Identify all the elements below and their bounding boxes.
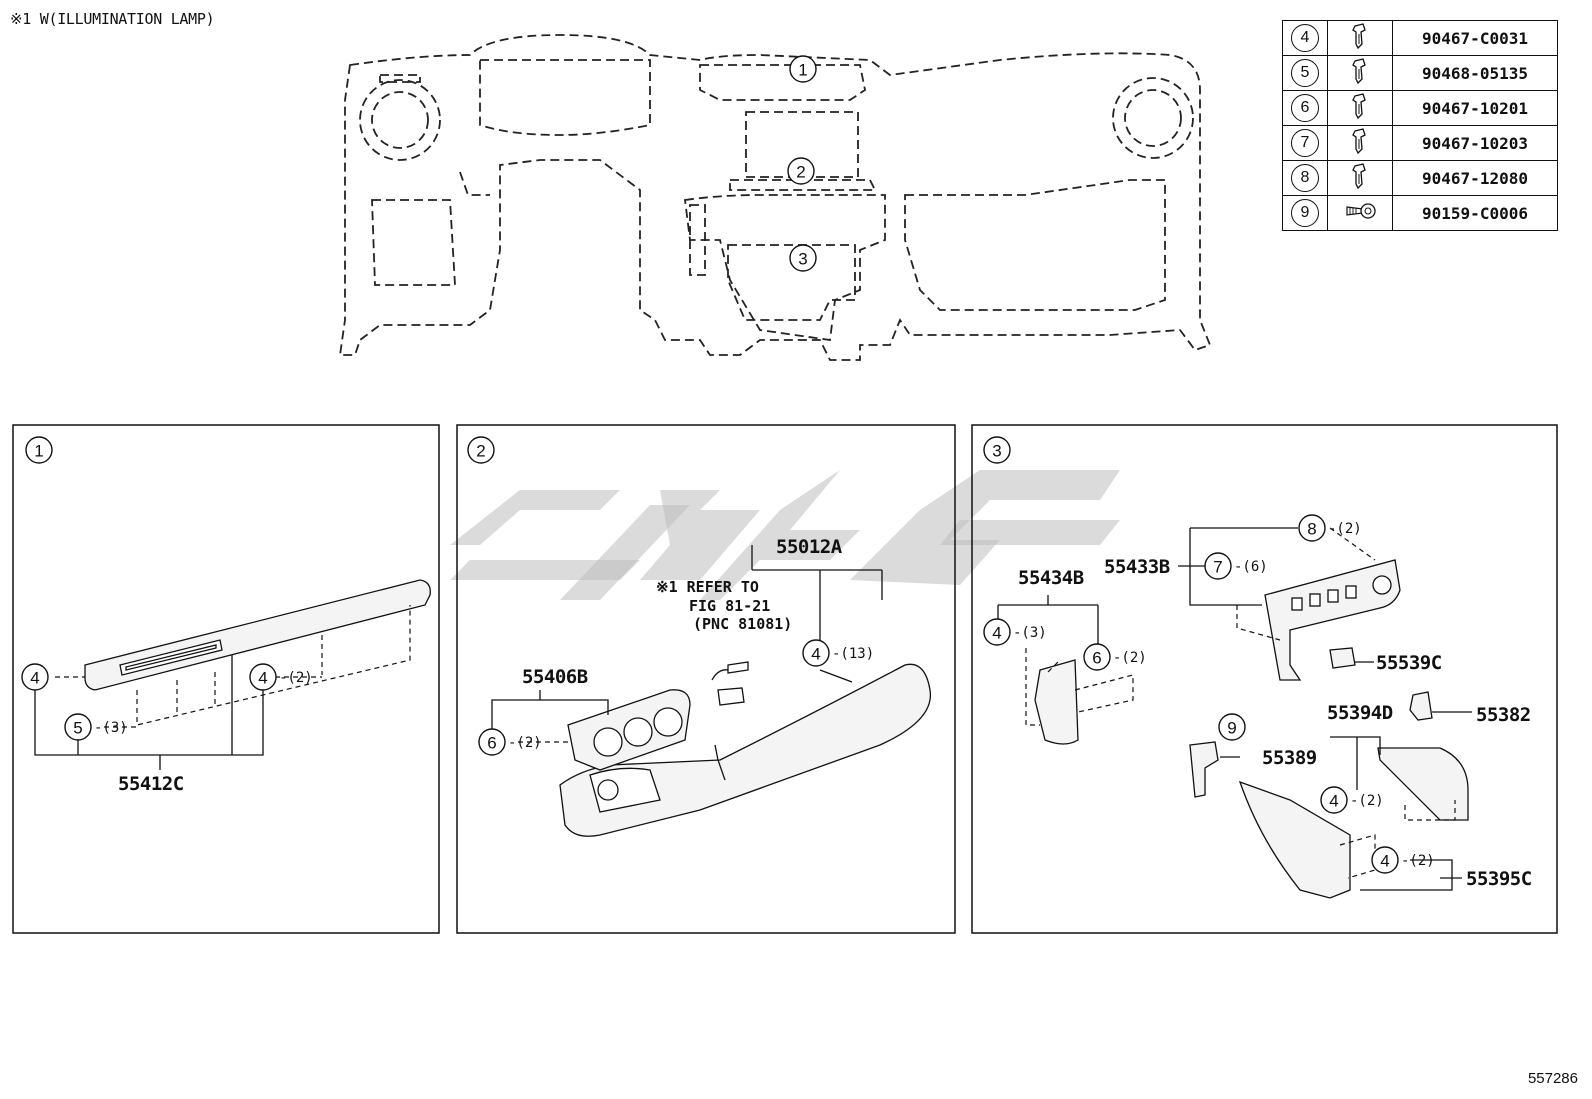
svg-text:4: 4: [1380, 852, 1389, 871]
callout-qty: -(2): [1113, 650, 1147, 666]
svg-text:5: 5: [73, 719, 82, 738]
clip-icon: [1347, 128, 1373, 159]
fastener-row: 7 90467-10203: [1282, 125, 1558, 161]
part-number-55395C: 55395C: [1466, 868, 1532, 890]
fastener-part-number: 90467-10201: [1392, 90, 1558, 126]
panel-3-drawing: [997, 527, 1469, 899]
callout-qty: -(2): [1350, 793, 1384, 809]
clip-icon: [1347, 93, 1373, 124]
ref-circle: 4: [1291, 24, 1319, 52]
callout-qty: -(2): [1328, 521, 1362, 537]
callout-qty: -(13): [832, 646, 874, 662]
callout-ref: 4: [802, 639, 830, 667]
clip-icon: [1347, 163, 1373, 194]
callout-ref: 4: [983, 618, 1011, 646]
refer-note-line-1: ※1 REFER TO: [656, 578, 759, 596]
fastener-part-number: 90467-C0031: [1392, 20, 1558, 56]
overview-callout-2: 2: [787, 157, 815, 185]
part-number-55394D: 55394D: [1327, 702, 1393, 724]
panel-1-number: 1: [25, 436, 53, 464]
panel-2-number: 2: [467, 436, 495, 464]
overview-callout-3: 3: [789, 244, 817, 272]
svg-text:1: 1: [34, 442, 43, 461]
fastener-row: 9 90159-C0006: [1282, 195, 1558, 231]
svg-text:2: 2: [796, 163, 805, 182]
overview-callout-1: 1: [789, 55, 817, 83]
ref-circle: 9: [1291, 199, 1319, 227]
panel-3-frame: [971, 424, 1558, 934]
svg-text:3: 3: [992, 442, 1001, 461]
refer-note-line-2: FIG 81-21: [689, 597, 770, 615]
clip-icon: [1347, 23, 1373, 54]
part-number-55434B: 55434B: [1018, 567, 1084, 589]
part-number-55433B: 55433B: [1104, 556, 1170, 578]
callout-qty: -(2): [508, 735, 542, 751]
part-number-55539C: 55539C: [1376, 652, 1442, 674]
svg-text:6: 6: [487, 734, 496, 753]
panel-3-number: 3: [983, 436, 1011, 464]
callout-ref: 8: [1298, 514, 1326, 542]
callout-qty: -(2): [1401, 853, 1435, 869]
illumination-note: ※1 W(ILLUMINATION LAMP): [10, 10, 215, 28]
callout-ref: 6: [1083, 643, 1111, 671]
svg-text:6: 6: [1092, 649, 1101, 668]
panel-2-frame: [456, 424, 956, 934]
svg-text:7: 7: [1213, 558, 1222, 577]
callout-qty: -(6): [1234, 559, 1268, 575]
svg-text:4: 4: [30, 669, 39, 688]
part-number-55389: 55389: [1262, 747, 1317, 769]
callout-qty: -(3): [94, 720, 128, 736]
svg-text:8: 8: [1307, 520, 1316, 539]
part-number-55406B: 55406B: [522, 666, 588, 688]
svg-text:4: 4: [811, 645, 820, 664]
part-number-55382: 55382: [1476, 704, 1531, 726]
watermark-logo: [450, 470, 1120, 600]
fastener-row: 4 90467-C0031: [1282, 20, 1558, 56]
svg-text:3: 3: [798, 250, 807, 269]
callout-ref: 4: [1371, 846, 1399, 874]
dashboard-overview: [338, 34, 1212, 361]
part-number-55412C: 55412C: [118, 773, 184, 795]
fastener-row: 6 90467-10201: [1282, 90, 1558, 126]
ref-circle: 8: [1291, 164, 1319, 192]
part-number-55012A: 55012A: [776, 536, 843, 558]
callout-ref: 5: [64, 713, 92, 741]
callout-ref: 6: [478, 728, 506, 756]
callout-ref: 4: [1320, 786, 1348, 814]
callout-qty: -(3): [1013, 625, 1047, 641]
callout-qty: -(2): [279, 670, 313, 686]
panel-1-drawing: [34, 579, 431, 770]
svg-text:4: 4: [1329, 792, 1338, 811]
fastener-part-number: 90159-C0006: [1392, 195, 1558, 231]
ref-circle: 5: [1291, 59, 1319, 87]
panel-1-frame: [12, 424, 440, 934]
callout-ref: 9: [1218, 713, 1246, 741]
callout-ref: 4: [21, 663, 49, 691]
svg-text:4: 4: [992, 624, 1001, 643]
refer-note-line-3: (PNC 81081): [693, 615, 792, 633]
panel-2-drawing: [491, 545, 932, 837]
svg-text:1: 1: [798, 61, 807, 80]
fastener-part-number: 90467-10203: [1392, 125, 1558, 161]
screw-icon: [1343, 203, 1377, 227]
clip-icon: [1347, 58, 1373, 89]
svg-text:2: 2: [476, 442, 485, 461]
callout-ref: 4: [249, 663, 277, 691]
page-id: 557286: [1527, 1070, 1578, 1087]
ref-circle: 7: [1291, 129, 1319, 157]
callout-ref: 7: [1204, 552, 1232, 580]
ref-circle: 6: [1291, 94, 1319, 122]
svg-text:4: 4: [258, 669, 267, 688]
svg-text:9: 9: [1227, 719, 1236, 738]
